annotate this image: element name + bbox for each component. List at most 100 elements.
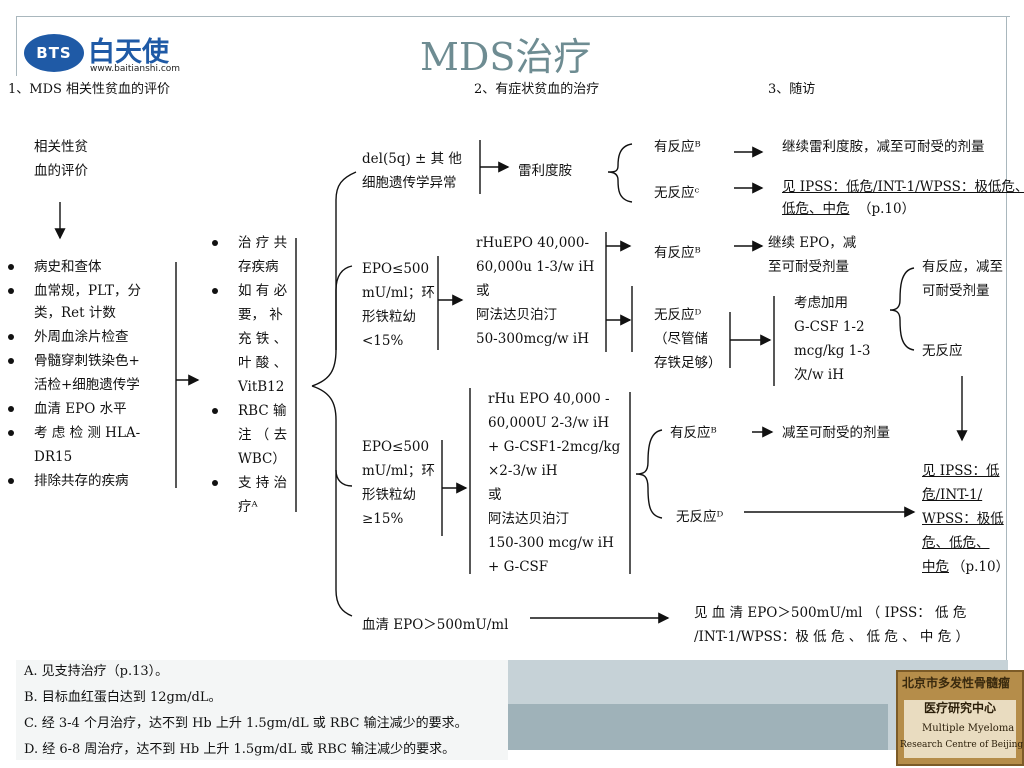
gcsf-add-node: 考虑加用: [794, 295, 848, 311]
support-text: 治 疗 共: [238, 235, 288, 251]
response-node: 有反应ᴮ: [654, 245, 701, 261]
seal-inner: [904, 700, 1016, 758]
rhuepo-gcsf-node: 150-300 mcg/w iH: [488, 535, 614, 551]
rhuepo-gcsf-node: rHu EPO 40,000 -: [488, 391, 610, 407]
no-response-node: 无反应ᴰ: [676, 509, 724, 525]
rhuepo-node: rHuEPO 40,000-: [476, 235, 590, 251]
page-ref: （p.10）: [858, 201, 916, 217]
eval-item: 骨髓穿刺铁染色+: [34, 353, 140, 369]
support-text: 如 有 必: [238, 283, 288, 299]
seal-arc-text: 北京市多发性骨髓瘤: [902, 676, 1011, 690]
section-followup: 3、随访: [768, 82, 816, 97]
bullet-icon: [8, 478, 14, 484]
eval-item: 血常规，PLT，分: [34, 283, 141, 299]
eval-item: 活检+细胞遗传学: [34, 377, 140, 393]
frame-left-rule: [16, 16, 17, 76]
epo-high-node: EPO≤500: [362, 439, 430, 455]
rhuepo-node: 60,000u 1-3/w iH: [476, 259, 595, 275]
frame-right-rule: [1006, 16, 1007, 666]
footer-band-dark: [508, 704, 888, 750]
no-response-node: （尽管储: [654, 331, 708, 347]
logo-badge: BTS: [24, 34, 84, 72]
epo-low-node: <15%: [362, 333, 404, 349]
footnote: A. 见支持治疗（p.13）。: [24, 664, 169, 679]
bullet-icon: [8, 406, 14, 412]
rhuepo-node: 50-300mcg/w iH: [476, 331, 589, 347]
support-text: RBC 输: [238, 403, 287, 419]
epo-low-node: EPO≤500: [362, 261, 430, 277]
frame-top-rule: [16, 16, 1010, 17]
section-treatment: 2、有症状贫血的治疗: [474, 82, 600, 97]
see-ipss-link: WPSS：极低: [922, 511, 1004, 527]
no-response-node: 存铁足够）: [654, 355, 722, 371]
lenalidomide-node: 雷利度胺: [518, 163, 572, 179]
see-ipss-link: /INT-1/WPSS：极 低 危 、 低 危 、 中 危 ）: [694, 629, 969, 645]
page-ref: （p.10）: [952, 559, 1010, 575]
eval-item: 类，Ret 计数: [34, 305, 116, 321]
page-title: MDS治疗: [420, 35, 592, 79]
epo-low-node: 形铁粒幼: [362, 309, 416, 325]
no-response-node: 无反应ᴰ: [654, 307, 702, 323]
logo-text: 白天使: [88, 37, 169, 68]
support-text: 存疾病: [238, 259, 279, 275]
eval-item: 血清 EPO 水平: [34, 401, 127, 417]
rhuepo-gcsf-node: ×2-3/w iH: [488, 463, 558, 479]
seal-en-line2: Research Centre of Beijing: [900, 740, 1024, 750]
eval-item: 病史和查体: [34, 259, 102, 275]
response-node: 有反应ᴮ: [670, 425, 717, 441]
gcsf-add-node: mcg/kg 1-3: [794, 343, 871, 359]
del5q-node: del(5q) ± 其 他: [362, 151, 462, 167]
bullet-icon: [212, 480, 218, 486]
see-ipss-link: 见 IPSS：低危/INT-1/WPSS：极低危、: [782, 179, 1024, 195]
bullet-icon: [212, 408, 218, 414]
continue-lenalidomide: 继续雷利度胺，减至可耐受的剂量: [782, 139, 985, 155]
response-node: 有反应ᴮ: [654, 139, 701, 155]
support-text: 充 铁 、: [238, 331, 288, 347]
see-ipss-link: 危、低危、: [922, 535, 990, 551]
footnotes-panel: [16, 660, 508, 760]
continue-epo: 至可耐受剂量: [768, 259, 849, 275]
see-ipss-link: 中危: [922, 559, 949, 575]
gcsf-add-node: 次/w iH: [794, 367, 844, 383]
eval-item: 排除共存的疾病: [34, 473, 129, 489]
rhuepo-gcsf-node: + G-CSF1-2mcg/kg: [488, 439, 621, 455]
support-text: VitB12: [238, 379, 285, 395]
no-response-node: 无反应ᶜ: [654, 185, 700, 201]
footnote: C. 经 3-4 个月治疗，达不到 Hb 上升 1.5gm/dL 或 RBC 输…: [24, 716, 468, 731]
section-evaluation: 1、MDS 相关性贫血的评价: [8, 82, 171, 97]
support-text: 要， 补: [238, 307, 283, 323]
see-ipss-link: 见 血 清 EPO＞500mU/ml （ IPSS： 低 危: [694, 605, 967, 621]
rhuepo-gcsf-node: 或: [488, 487, 502, 503]
epo-high-node: ≥15%: [362, 511, 404, 527]
epo-high-node: mU/ml；环: [362, 463, 435, 479]
bullet-icon: [8, 288, 14, 294]
support-text: 叶 酸 、: [238, 355, 288, 371]
reduce-dose-node: 减至可耐受的剂量: [782, 425, 890, 441]
see-ipss-link: 低危、中危: [782, 201, 850, 217]
bullet-icon: [8, 334, 14, 340]
epo-low-node: mU/ml；环: [362, 285, 435, 301]
eval-heading-line2: 血的评价: [34, 163, 88, 179]
response-reduce-node: 可耐受剂量: [922, 283, 990, 299]
footnote: B. 目标血红蛋白达到 12gm/dL。: [24, 690, 222, 705]
bullet-icon: [8, 430, 14, 436]
rhuepo-node: 或: [476, 283, 490, 299]
no-response-node: 无反应: [922, 343, 963, 359]
rhuepo-gcsf-node: 60,000U 2-3/w iH: [488, 415, 610, 431]
gcsf-add-node: G-CSF 1-2: [794, 319, 865, 335]
bullet-icon: [8, 264, 14, 270]
rhuepo-gcsf-node: 阿法达贝泊汀: [488, 511, 569, 527]
see-ipss-link: 危/INT-1/: [922, 487, 983, 503]
support-text: 支 持 治: [238, 475, 288, 491]
serum-epo-node: 血清 EPO＞500mU/ml: [362, 617, 509, 633]
del5q-node: 细胞遗传学异常: [362, 175, 457, 191]
eval-item: DR15: [34, 449, 73, 465]
bullet-icon: [212, 288, 218, 294]
bullet-icon: [8, 358, 14, 364]
support-text: WBC）: [238, 451, 286, 467]
rhuepo-node: 阿法达贝泊汀: [476, 307, 557, 323]
see-ipss-link: 见 IPSS：低: [922, 463, 1000, 479]
bullet-icon: [212, 240, 218, 246]
eval-item: 外周血涂片检查: [34, 329, 129, 345]
